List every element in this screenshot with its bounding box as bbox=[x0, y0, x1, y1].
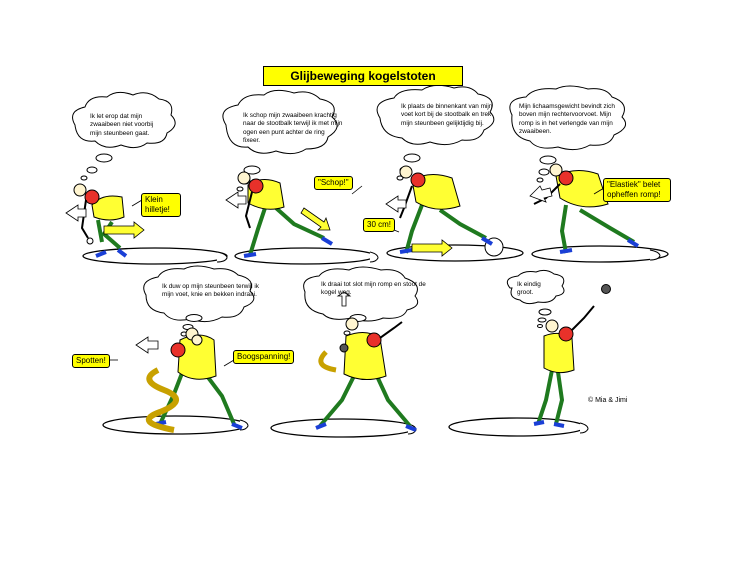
bubble-text-2: Ik schop mijn zwaaibeen krachtig naar de… bbox=[243, 112, 343, 145]
bubble-text-6: Ik draai tot slot mijn romp en stoot de … bbox=[321, 281, 426, 297]
thought-bubble-6 bbox=[303, 266, 419, 336]
page-title: Glijbeweging kogelstoten bbox=[263, 66, 463, 86]
callout-elastiek: "Elastiek" belet opheffen romp! bbox=[603, 178, 671, 202]
athlete-figure-1 bbox=[73, 183, 128, 258]
bubble-text-1: Ik let erop dat mijn zwaaibeen niet voor… bbox=[90, 113, 154, 137]
bubble-text-4: Mijn lichaamsgewicht bevindt zich boven … bbox=[519, 103, 615, 136]
callout-schop: "Schop!" bbox=[314, 176, 353, 190]
callout-klein-hilletje: Klein hilletje! bbox=[141, 193, 181, 217]
stop-boards bbox=[216, 237, 661, 435]
thought-bubble-4 bbox=[509, 85, 627, 183]
athlete-figure-4 bbox=[533, 163, 640, 254]
thought-bubble-7 bbox=[506, 269, 565, 328]
athlete-figure-3 bbox=[399, 165, 494, 254]
yellow-arrows bbox=[103, 207, 453, 257]
thought-bubble-1 bbox=[72, 91, 176, 181]
callout-boogspanning: Boogspanning! bbox=[233, 350, 295, 364]
credit-text: © Mia & Jimi bbox=[588, 397, 628, 404]
bubble-text-5: Ik duw op mijn steunbeen terwijl ik mijn… bbox=[162, 283, 259, 299]
thought-bubble-5 bbox=[143, 265, 255, 337]
athlete-figure-7 bbox=[533, 284, 611, 428]
athlete-figure-5 bbox=[145, 327, 243, 433]
shot-put-ball bbox=[601, 284, 611, 294]
callout-spotten: Spotten! bbox=[72, 354, 110, 368]
thought-bubble-3 bbox=[376, 84, 495, 181]
athlete-figure-2 bbox=[237, 171, 334, 258]
bubble-text-7: Ik eindig groot. bbox=[517, 281, 541, 297]
bubble-text-3: Ik plaats de binnenkant van mijn voet ko… bbox=[401, 103, 493, 127]
callout-dertig-cm: 30 cm! bbox=[363, 218, 396, 232]
pointer-arrows bbox=[65, 185, 553, 354]
athlete-figure-6 bbox=[315, 317, 417, 432]
